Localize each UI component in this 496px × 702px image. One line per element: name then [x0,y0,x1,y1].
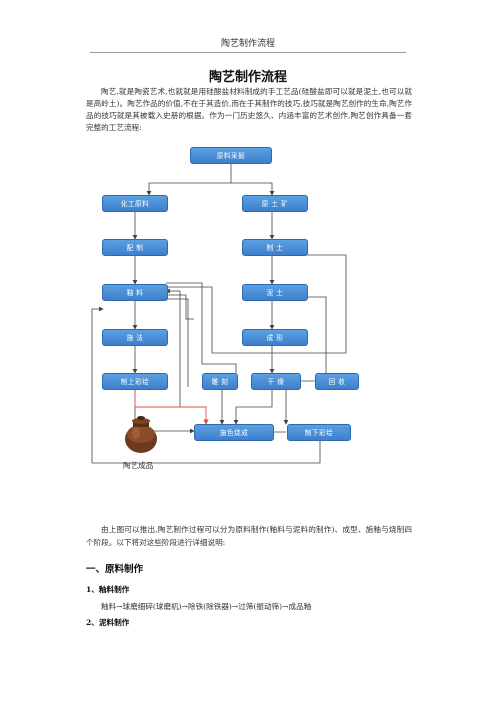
node-shape: 成 形 [242,329,308,346]
node-prepare: 施 法 [102,329,168,346]
node-refine: 制 土 [242,239,308,256]
flowchart-connectors [91,162,347,464]
node-raw-material: 原料采掘 [190,147,272,164]
node-glaze: 釉 料 [102,284,168,301]
node-chemical: 化工原料 [102,195,168,212]
glaze-process-line: 釉料→球磨细碎(球磨机)→除铁(除铁器)→过筛(振动筛)→成品釉 [101,602,312,611]
section-heading-raw-materials: 一、原料制作 [86,564,144,575]
product-label: 陶艺成品 [123,461,154,470]
process-flowchart: 原料采掘 化工原料 原 土 矿 配 制 制 土 釉 料 泥 土 施 法 成 形 … [86,143,412,478]
pottery-pot-illustration [125,416,157,453]
node-dry: 干 燥 [251,373,301,390]
page-header: 陶艺制作流程 [220,39,275,49]
intro-paragraph: 陶艺,就是陶瓷艺术,也就就是用硅酸盐材料制成的手工艺品(硅酸盐即可以就是泥土,也… [86,87,412,132]
node-formula: 配 制 [102,239,168,256]
node-recycle: 回 收 [315,373,359,390]
node-firing: 施色烧成 [194,424,274,441]
subheading-glaze-making: 1、釉料制作 [86,585,130,594]
summary-paragraph: 由上图可以推出,陶艺制作过程可以分为原料制作(釉料与泥料的制作)、成型、施釉与烧… [86,525,412,547]
node-clay-mine: 原 土 矿 [242,195,308,212]
node-overglaze: 制上彩绘 [102,373,168,390]
header-rule [90,52,406,53]
node-carve: 雕 刻 [202,373,238,390]
subheading-clay-making: 2、泥料制作 [86,618,130,627]
node-clay: 泥 土 [242,284,308,301]
node-underglaze: 制下彩绘 [287,424,351,441]
document-title: 陶艺制作流程 [208,70,287,85]
